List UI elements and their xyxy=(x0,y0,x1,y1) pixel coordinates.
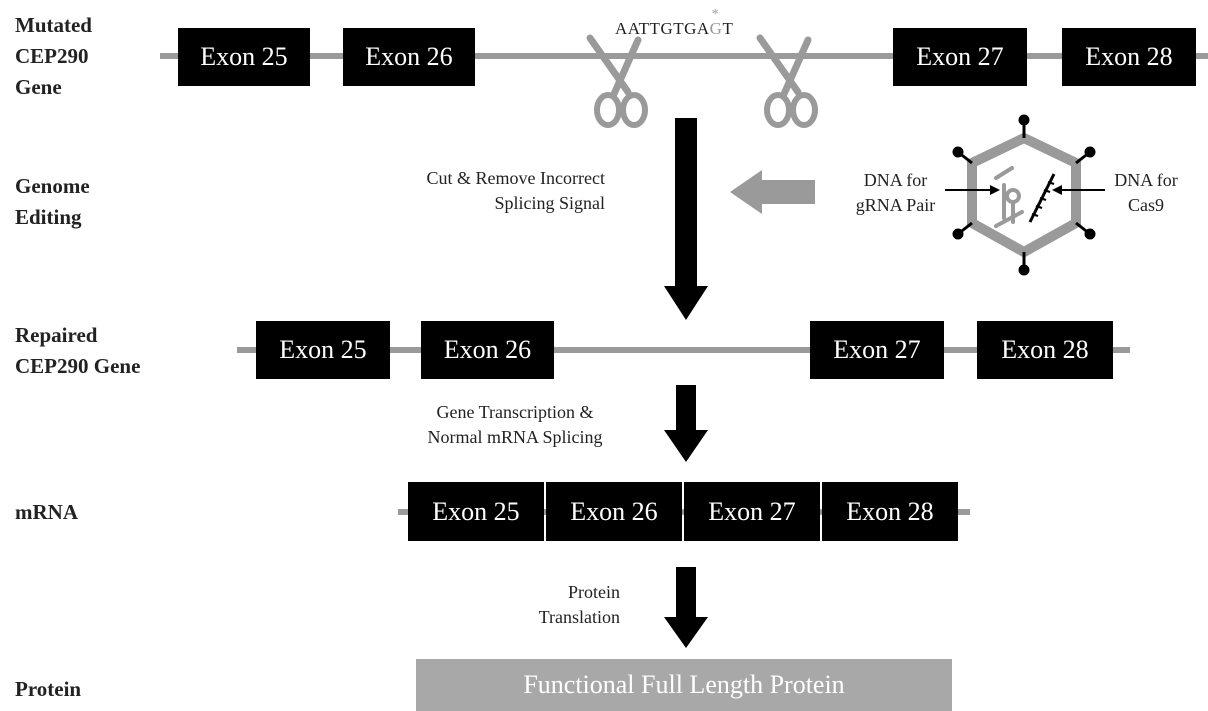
mutated-exon-27: Exon 27 xyxy=(893,28,1027,86)
aav-vector-icon xyxy=(945,114,1105,276)
row-label-repaired-gene: Repaired CEP290 Gene xyxy=(15,323,141,378)
step-translation-note: Protein Translation xyxy=(538,582,620,627)
editing-down-arrow xyxy=(664,118,708,320)
mutation-mark: * xyxy=(711,7,720,22)
functional-protein-bar: Functional Full Length Protein xyxy=(416,659,952,711)
repaired-exon-25: Exon 25 xyxy=(256,321,390,379)
vector-delivery-arrow xyxy=(730,170,815,214)
sequence-mutated-base: *G xyxy=(709,7,723,38)
vector-grna-label: DNA for gRNA Pair xyxy=(855,170,936,215)
mutated-exon-28: Exon 28 xyxy=(1062,28,1196,86)
repaired-exon-27: Exon 27 xyxy=(810,321,944,379)
row-label-protein: Protein xyxy=(15,677,82,701)
scissors-icon-right xyxy=(760,38,815,125)
vector-cas9-label: DNA for Cas9 xyxy=(1114,170,1178,215)
step-cut-remove-note: Cut & Remove Incorrect Splicing Signal xyxy=(426,168,605,213)
splice-signal-sequence: AATTGTGA*GT xyxy=(615,7,734,39)
mrna-exon-25: Exon 25 xyxy=(408,482,544,541)
repaired-exon-28: Exon 28 xyxy=(977,321,1113,379)
transcription-down-arrow xyxy=(664,385,708,462)
sequence-suffix: T xyxy=(722,19,734,38)
mrna-exon-28: Exon 28 xyxy=(822,482,958,541)
row-label-mrna: mRNA xyxy=(15,500,78,524)
translation-down-arrow xyxy=(664,567,708,648)
row-label-mutated-gene: Mutated CEP290 Gene xyxy=(15,13,92,99)
scissors-icon-left xyxy=(590,38,645,125)
mrna-exon-26: Exon 26 xyxy=(546,482,682,541)
sequence-prefix: AATTGTGA xyxy=(615,19,710,38)
row-label-genome-editing: Genome Editing xyxy=(15,174,90,229)
mutated-exon-25: Exon 25 xyxy=(178,28,310,86)
repaired-exon-26: Exon 26 xyxy=(421,321,554,379)
mutated-gene-dna-line xyxy=(160,53,1208,59)
repaired-gene-dna-line xyxy=(237,347,1130,353)
mutated-exon-26: Exon 26 xyxy=(343,28,475,86)
mutated-base-letter: G xyxy=(709,19,723,38)
step-transcription-note: Gene Transcription & Normal mRNA Splicin… xyxy=(427,402,603,447)
mrna-exon-27: Exon 27 xyxy=(684,482,820,541)
